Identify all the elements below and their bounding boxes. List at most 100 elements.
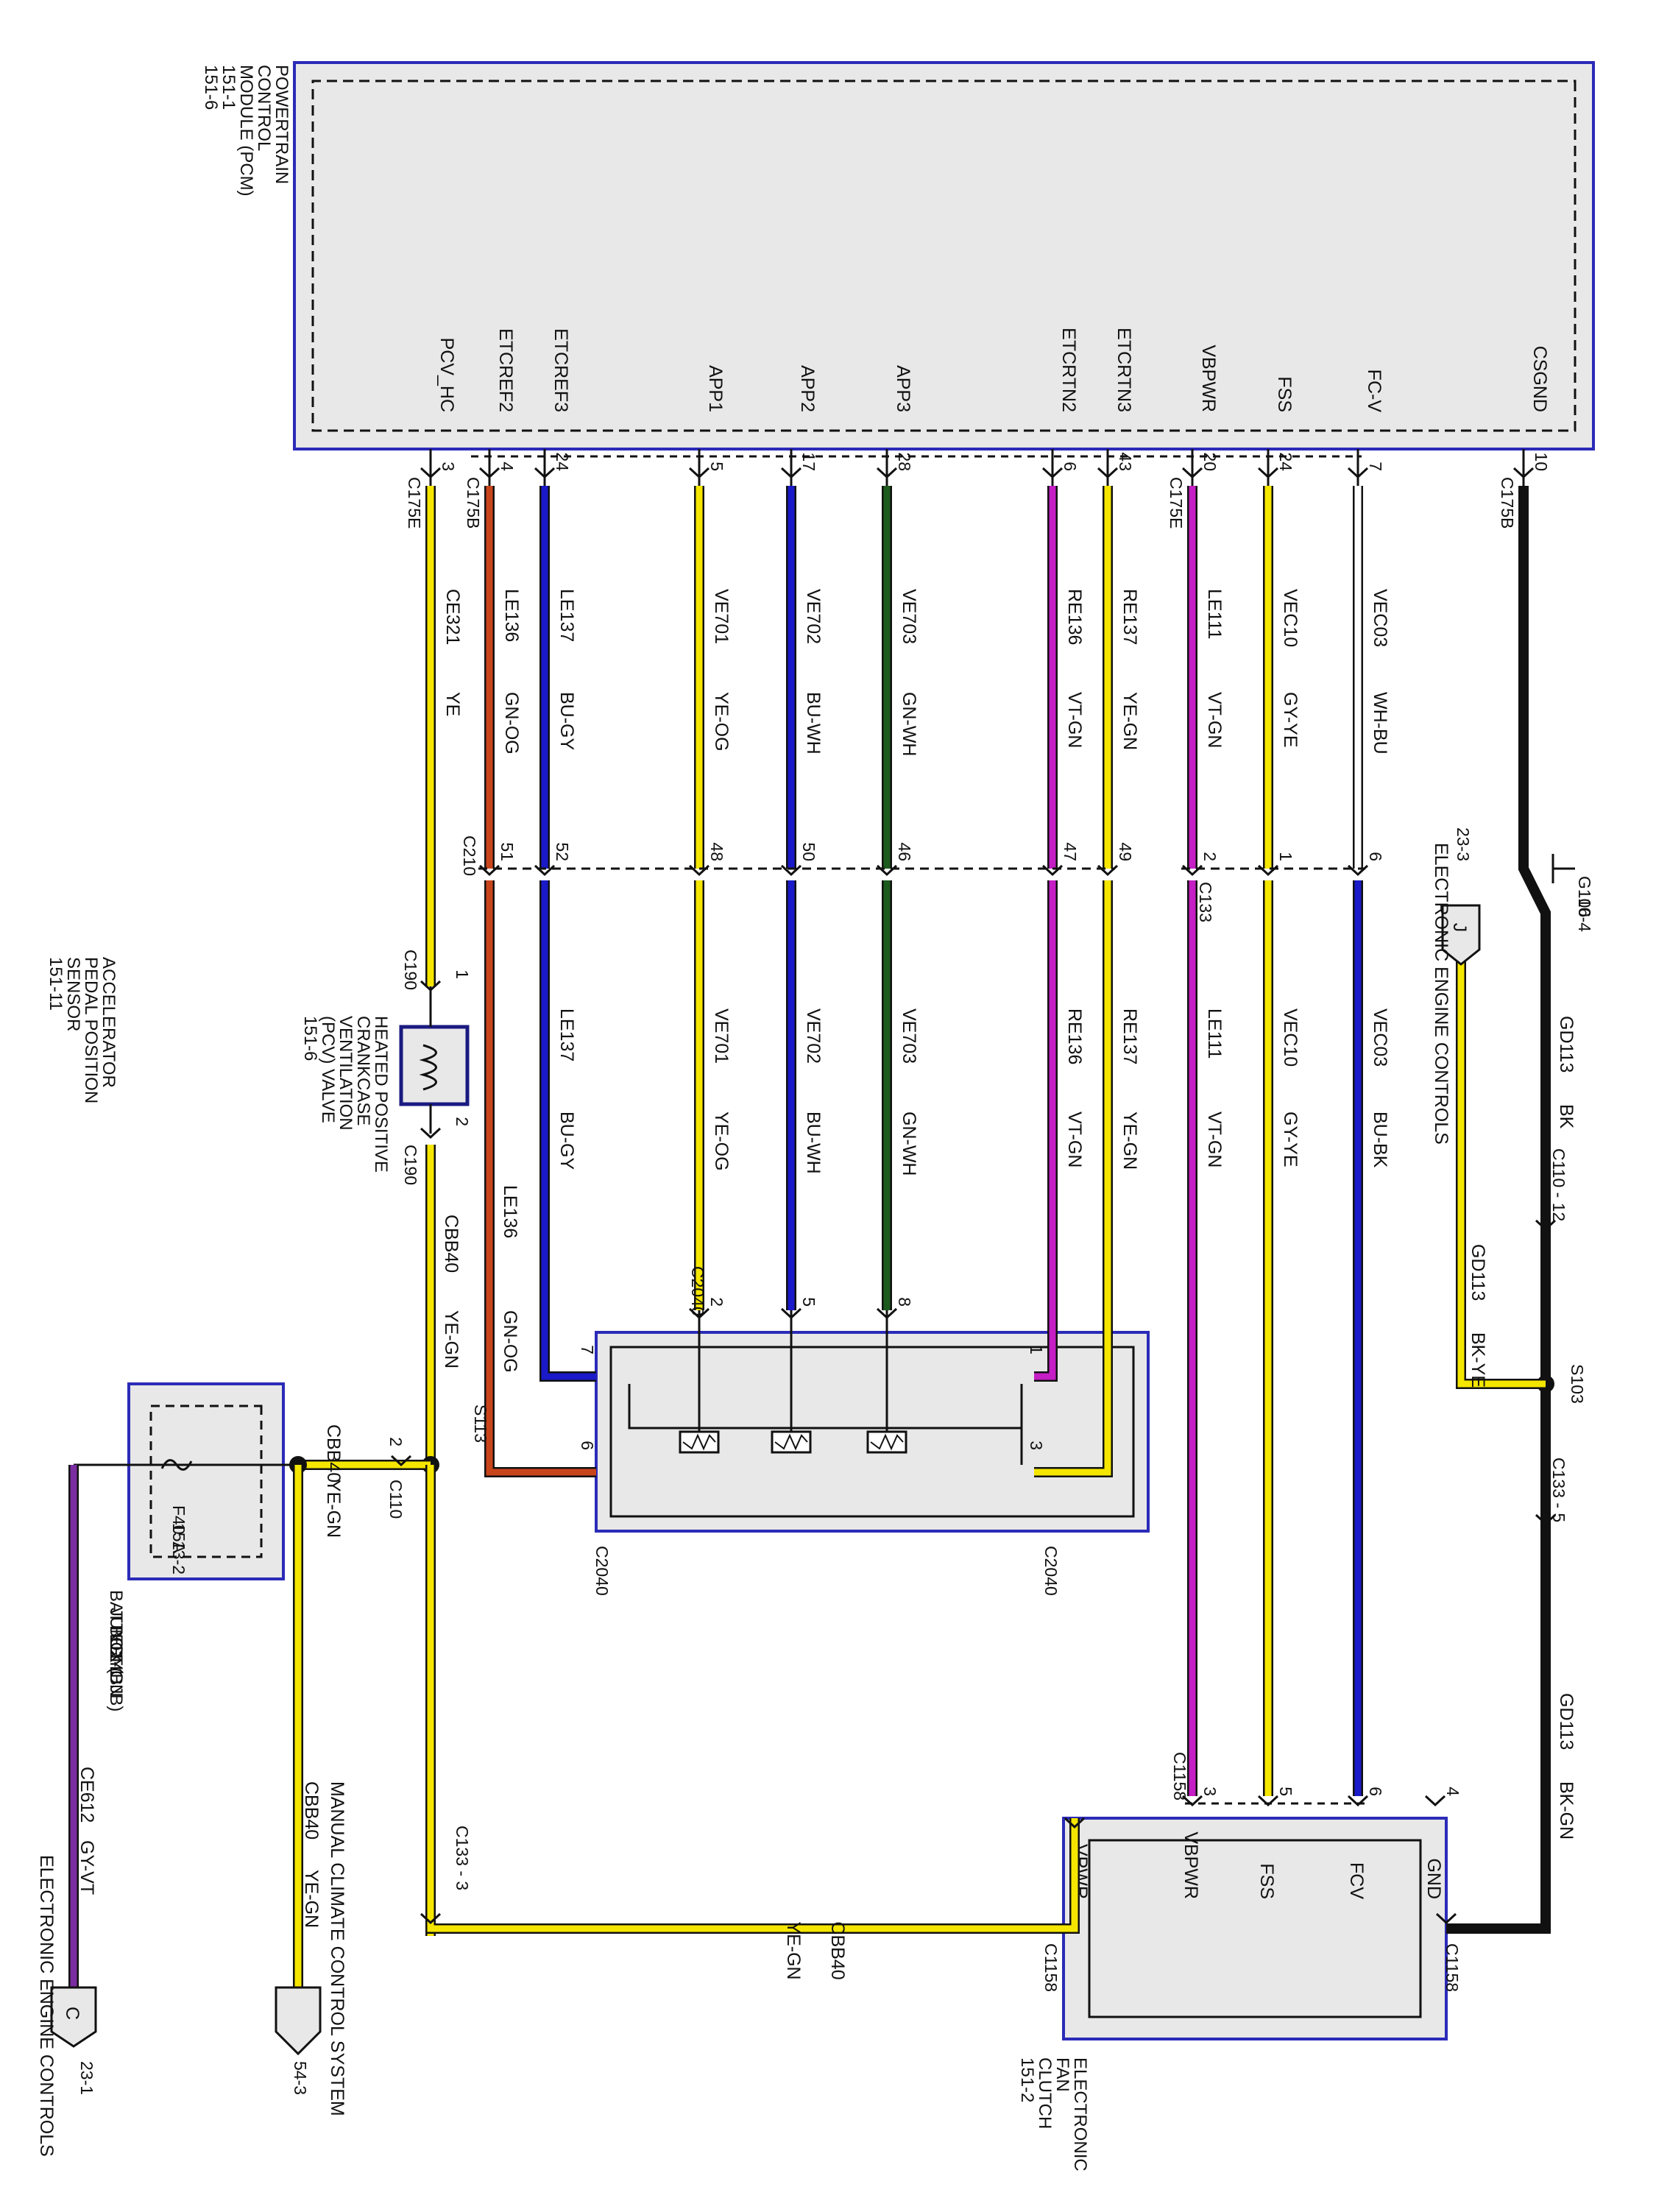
c210-label: C210: [460, 835, 479, 876]
fan-clutch-pin-gnd-connector: [1435, 1912, 1457, 1925]
bjb-inner-dash: [149, 1404, 263, 1558]
fan-clutch-pin-fcv-number: 6: [1366, 1787, 1385, 1796]
pcm-pin-app3-connector: [876, 467, 898, 479]
wire-jumper-circuit: GD113: [1468, 1244, 1488, 1301]
pcm-name-line: 151-1: [219, 65, 238, 110]
pcm-pin-pcv_hc-signal: PCV_HC: [436, 338, 457, 412]
app-sensor-resistor-zigzag-app2: [774, 1433, 808, 1451]
ground-g106-icon: [1551, 854, 1575, 883]
bjb-name-line: JUNCTION: [106, 1608, 126, 1697]
c133-label: C133: [1196, 882, 1215, 922]
c210-pin-app3-number: 46: [895, 842, 914, 861]
fan-clutch-pin-gnd-number: 4: [1443, 1787, 1462, 1796]
app-sensor-pin-app2-connector: [780, 1307, 802, 1320]
bjb-name-line: 11-1: [106, 1643, 126, 1677]
wire-lower-etcrtn2-circuit: RE136: [1064, 1008, 1085, 1064]
wire-lower-app1-color: YE-OG: [711, 1112, 732, 1171]
wire-cbb40-fan: [425, 1465, 1080, 1934]
wire-lower-app1-circuit: VE701: [711, 1008, 732, 1064]
ref-j-page: 23-3: [1454, 827, 1473, 861]
wire-lower-etcref3-color: BU-GY: [556, 1112, 577, 1170]
app-sensor-trace-ref: [628, 1384, 1023, 1430]
pcm-name-line: POWERTRAIN: [272, 65, 291, 184]
pcm-pin-fcv-connector: [1347, 467, 1369, 479]
ref-j-label: ELECTRONIC ENGINE CONTROLS: [1431, 843, 1451, 1145]
pcm-pin-fss-signal: FSS: [1274, 376, 1295, 412]
pcm-pin-etcref2-connector: [478, 467, 500, 479]
pcv-valve-name-line: CRANKCASE: [353, 1016, 373, 1126]
wire-upper-app3-color: GN-WH: [899, 692, 919, 756]
fan-clutch-conn-right: C1158: [1041, 1943, 1061, 1992]
wire-gd113-jumper: [1456, 950, 1546, 1389]
wire-lower-etcref2-color: [486, 880, 596, 1476]
pcv-valve-name-line: (PCV) VALVE: [318, 1016, 338, 1123]
bjb-box: [127, 1382, 285, 1580]
fan-clutch-conn-top: C1158: [1170, 1752, 1189, 1801]
wire-lower-etcref2-circuit: LE136: [500, 1185, 520, 1238]
c110-pin: 2: [386, 1437, 406, 1446]
wire-mccs-color: YE-GN: [301, 1870, 322, 1928]
c210-pin-etcref2-connector: [478, 864, 500, 877]
fan-clutch-signal-vbpwr: VBPWR: [1181, 1831, 1201, 1899]
app-sensor-pin-etcref2-number: 6: [578, 1441, 597, 1450]
c110-12-label: C110 - 12: [1549, 1148, 1568, 1221]
wire-lower-fcv-color: BU-BK: [1370, 1112, 1390, 1168]
pcm-pin-app2-signal: APP2: [797, 365, 818, 412]
c210-pin-etcrtn2-connector: [1041, 864, 1064, 877]
heater-element-icon: [419, 1044, 437, 1091]
pcm-pin-etcrtn3-number: 43: [1116, 452, 1135, 471]
ref-mccs-page: 54-3: [291, 2061, 310, 2095]
pcm-pin-pcv_hc-conn: C175E: [405, 477, 424, 529]
pcv-valve-name-line: VENTILATION: [336, 1016, 355, 1131]
wire-lower-fss-circuit: VEC10: [1280, 1008, 1301, 1067]
c133-pin-fss-number: 1: [1276, 852, 1295, 861]
c133-pin-fcv-connector: [1347, 864, 1369, 877]
app-sensor-conn-left: C2040: [1041, 1546, 1061, 1596]
fan-clutch-name-line: FAN: [1052, 2057, 1072, 2092]
wire-lower-etcrtn2-color: [1034, 880, 1056, 1380]
app-sensor-resistor-app2: [771, 1430, 812, 1454]
wire-csgnd-color: [1520, 486, 1549, 1178]
pcm-pin-etcrtn2-signal: ETCRTN2: [1058, 328, 1079, 412]
app-sensor-pin-app3-connector: [876, 1307, 898, 1320]
pcm-inner-dash: [311, 79, 1577, 432]
fan-clutch-pin-fcv-connector: [1347, 1795, 1369, 1807]
pcm-pin-fcv-signal: FC-V: [1364, 370, 1384, 413]
pcm-pin-etcref2-signal: ETCREF2: [495, 328, 516, 412]
pcv-valve-pin-top: 1: [453, 969, 472, 979]
wire-cbb40-fan-color: YE-GN: [783, 1921, 804, 1979]
wire-cbb40-fan-circuit: CBB40: [827, 1921, 848, 1979]
pcm-pin-vbpwr-signal: VBPWR: [1198, 344, 1219, 412]
wire-gd113-jumper-outline: [1456, 950, 1546, 1389]
wire-ce612-color: GY-VT: [77, 1840, 97, 1895]
app-sensor-pin-app1-connector: [688, 1307, 710, 1320]
c133-3-connector: [420, 1912, 442, 1925]
wire-upper-app1-circuit: VE701: [711, 589, 732, 644]
app-sensor-name-line: PEDAL POSITION: [81, 957, 101, 1103]
wire-lower-etcref2: [484, 880, 596, 1477]
app-sensor-pin-app1-number: 2: [707, 1297, 726, 1307]
fan-clutch-pin-gnd-connector: [1424, 1795, 1446, 1807]
ref-mccs-flag: [275, 1986, 322, 2056]
wire-upper-app2-circuit: VE702: [803, 589, 824, 644]
wire-lower-fss-color: GY-YE: [1280, 1112, 1301, 1167]
wire-cbb40-fan-color: [427, 1465, 1078, 1932]
wire-lower-app2-color: BU-WH: [803, 1112, 824, 1174]
pcm-name-line: 151-6: [201, 65, 221, 110]
pcv-valve-name-line: HEATED POSITIVE: [371, 1016, 391, 1173]
wire-lower-etcrtn2-color: VT-GN: [1064, 1112, 1085, 1167]
wire-lower-etcref3: [539, 880, 596, 1382]
pcm-pin-etcref3-number: 24: [553, 452, 572, 471]
wire-upper-fss-circuit: VEC10: [1280, 589, 1301, 647]
app-sensor-resistor-app3: [866, 1430, 907, 1454]
wire-upper-fss-color: GY-YE: [1280, 692, 1301, 748]
wire-mccs-circuit: CBB40: [301, 1781, 322, 1840]
wire-lower-etcref3-circuit: LE137: [556, 1008, 577, 1061]
wire-ground-seg1-circuit: GD113: [1556, 1016, 1577, 1073]
bjb-name-line: BATTERY: [106, 1590, 126, 1669]
wire-ground-seg2-color: BK-GN: [1556, 1781, 1577, 1840]
wire-bjb-feed-color: YE-GN: [323, 1480, 344, 1538]
pcv-valve-c190-bottom-connector: [420, 1127, 442, 1139]
wire-ground-seg2-circuit: GD113: [1556, 1693, 1577, 1750]
app-sensor-name-line: 151-11: [46, 957, 66, 1011]
